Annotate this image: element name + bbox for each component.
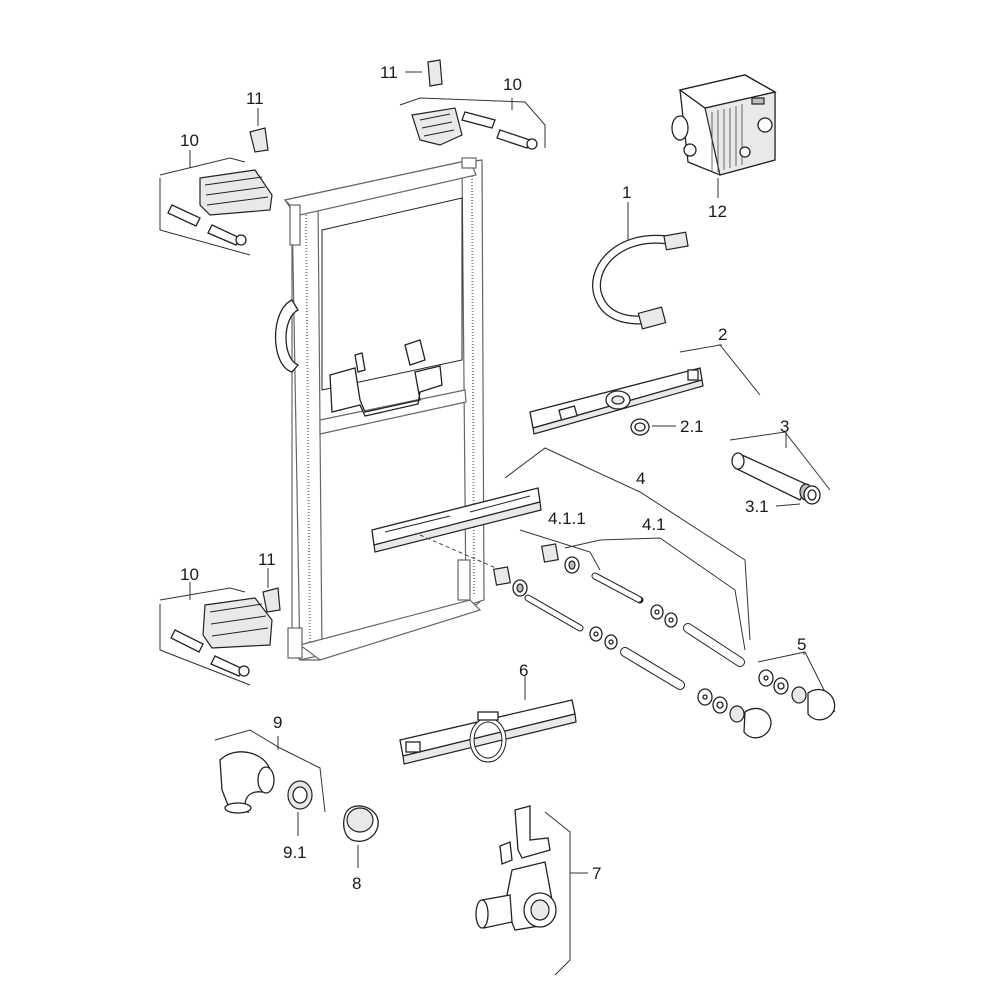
part-10-left-wall-bracket: 10: [159, 131, 273, 256]
part-10-top-wall-bracket: 10: [399, 75, 546, 150]
part-12-junction-box: 12: [671, 74, 777, 221]
label-5: 5: [797, 635, 806, 654]
label-10-top: 10: [503, 75, 522, 94]
part-7-siphon: 7: [475, 805, 601, 976]
label-3-1: 3.1: [745, 497, 769, 516]
label-4: 4: [636, 469, 645, 488]
label-8: 8: [352, 874, 361, 893]
part-3-pipe: 3 3.1: [729, 417, 831, 516]
mounting-frame: [274, 157, 485, 661]
label-11-left: 11: [246, 89, 264, 108]
label-12: 12: [708, 202, 727, 221]
part-8-cap: 8: [343, 805, 379, 893]
part-1-hose: 1: [592, 183, 689, 330]
label-2-1: 2.1: [680, 417, 704, 436]
label-11-top: 11: [380, 63, 398, 82]
label-10-bottom: 10: [180, 565, 199, 584]
label-9-1: 9.1: [283, 843, 307, 862]
part-2-mounting-rail: 2: [529, 325, 761, 435]
part-9-elbow-fitting: 9 9.1: [214, 713, 326, 862]
label-9: 9: [273, 713, 282, 732]
part-6-clamp-rail: 6: [399, 661, 577, 765]
label-11-bottom: 11: [258, 550, 276, 569]
label-4-1: 4.1: [642, 515, 666, 534]
part-11-bottom-clip: 11: [258, 550, 281, 613]
label-3: 3: [780, 417, 789, 436]
part-11-left-clip: 11: [246, 89, 269, 153]
label-6: 6: [519, 661, 528, 680]
label-1: 1: [622, 183, 631, 202]
part-4-1-rod-set: 4.1: [524, 515, 772, 739]
label-10-left: 10: [180, 131, 199, 150]
part-4-slotted-rail: 4: [371, 447, 751, 641]
part-11-top-clip: 11: [380, 59, 443, 87]
label-4-1-1: 4.1.1: [548, 509, 586, 528]
part-2-1-ring: 2.1: [630, 417, 704, 436]
part-4-1-1-connector: 4.1.1: [493, 509, 601, 597]
part-10-bottom-wall-bracket: 10: [159, 565, 273, 686]
label-7: 7: [592, 864, 601, 883]
label-2: 2: [718, 325, 727, 344]
part-5-cap-set: 5: [757, 635, 836, 721]
